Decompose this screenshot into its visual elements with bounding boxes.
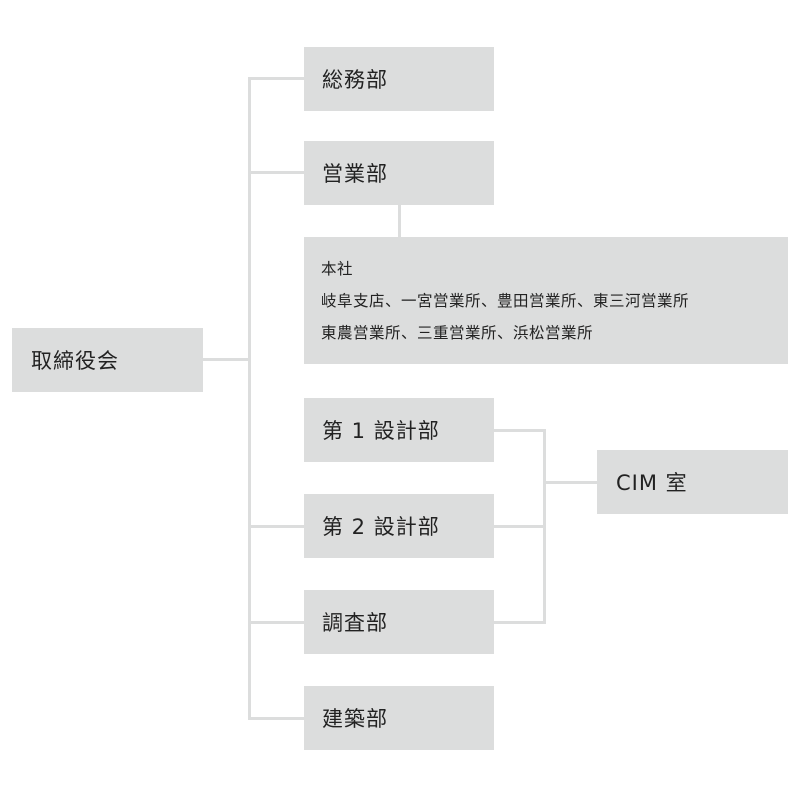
board-of-directors-box: 取締役会 [12,328,203,392]
branch-soumu [248,77,304,80]
dept-soumu-label: 総務部 [322,68,388,92]
dept-eigyo-label: 営業部 [322,162,388,186]
sales-office-line-1: 本社 [321,259,354,278]
main-trunk [248,77,251,720]
branch-kenchiku [248,717,304,720]
cim-office-label: CIM 室 [616,471,688,495]
dept-sekkei1-box: 第 1 設計部 [304,398,494,462]
dept-sekkei2-label: 第 2 設計部 [322,515,440,539]
dept-kenchiku-box: 建築部 [304,686,494,750]
eigyo-to-offices-connector [398,205,401,238]
cim-branch-sekkei2 [494,525,545,528]
sales-offices-box: 本社 岐阜支店、一宮営業所、豊田営業所、東三河営業所 東農営業所、三重営業所、浜… [304,237,788,364]
board-of-directors-label: 取締役会 [31,349,119,373]
dept-soumu-box: 総務部 [304,47,494,111]
branch-sekkei2 [248,525,304,528]
cim-branch-sekkei1 [494,429,545,432]
branch-chousa [248,621,304,624]
dept-sekkei2-box: 第 2 設計部 [304,494,494,558]
sales-office-line-2: 岐阜支店、一宮営業所、豊田営業所、東三河営業所 [321,291,690,310]
dept-sekkei1-label: 第 1 設計部 [322,419,440,443]
dept-eigyo-box: 営業部 [304,141,494,205]
sales-office-line-3: 東農営業所、三重営業所、浜松営業所 [321,323,594,342]
root-connector [203,358,250,361]
branch-eigyo [248,171,304,174]
cim-bracket-vertical [543,429,546,624]
cim-office-box: CIM 室 [597,450,788,514]
dept-chousa-box: 調査部 [304,590,494,654]
dept-chousa-label: 調査部 [322,611,388,635]
dept-kenchiku-label: 建築部 [322,707,388,731]
cim-branch-chousa [494,621,545,624]
cim-connector [543,481,597,484]
